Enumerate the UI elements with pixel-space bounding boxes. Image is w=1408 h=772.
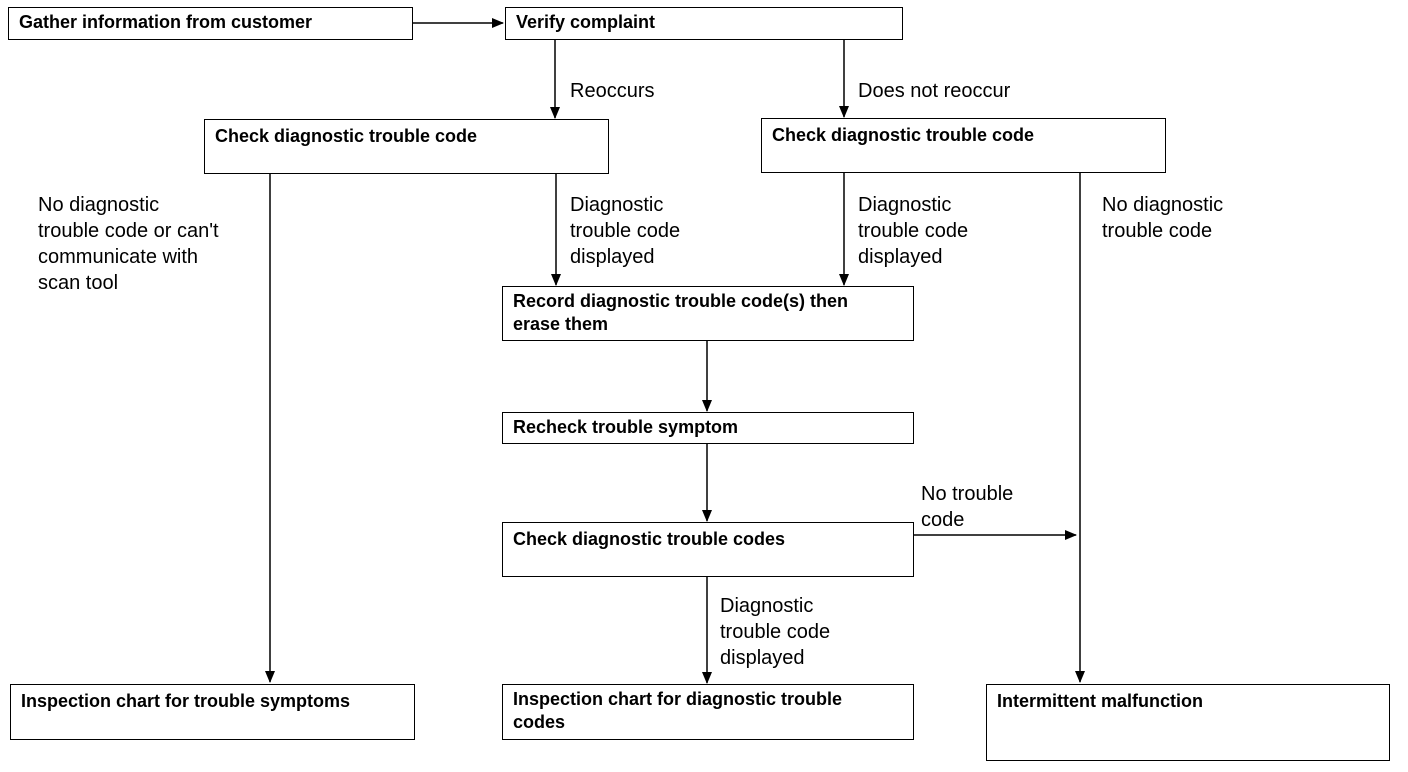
node-record-erase-dtc: Record diagnostic trouble code(s) then e… [502, 286, 914, 341]
node-check-dtc-left: Check diagnostic trouble code [204, 119, 609, 174]
label-reoccurs: Reoccurs [570, 80, 655, 102]
node-verify-complaint: Verify complaint [505, 7, 903, 40]
node-dtc-chart: Inspection chart for diagnostic trouble … [502, 684, 914, 740]
label-does-not-reoccur: Does not reoccur [858, 80, 1011, 102]
label-no-dtc-right: No diagnostic trouble code [1102, 194, 1224, 242]
label-dtc-displayed-bottom: Diagnostic trouble code displayed [720, 595, 831, 669]
label-no-dtc-or-no-comm: No diagnostic trouble code or can't comm… [38, 194, 219, 294]
node-check-dtc-right: Check diagnostic trouble code [761, 118, 1166, 173]
node-recheck-symptom: Recheck trouble symptom [502, 412, 914, 444]
label-no-trouble-code: No trouble code [921, 483, 1014, 531]
node-symptoms-chart: Inspection chart for trouble symptoms [10, 684, 415, 740]
node-gather-information: Gather information from customer [8, 7, 413, 40]
label-dtc-displayed-right: Diagnostic trouble code displayed [858, 194, 969, 268]
label-dtc-displayed-left: Diagnostic trouble code displayed [570, 194, 681, 268]
node-intermittent-malfunction: Intermittent malfunction [986, 684, 1390, 761]
node-check-dtcs: Check diagnostic trouble codes [502, 522, 914, 577]
